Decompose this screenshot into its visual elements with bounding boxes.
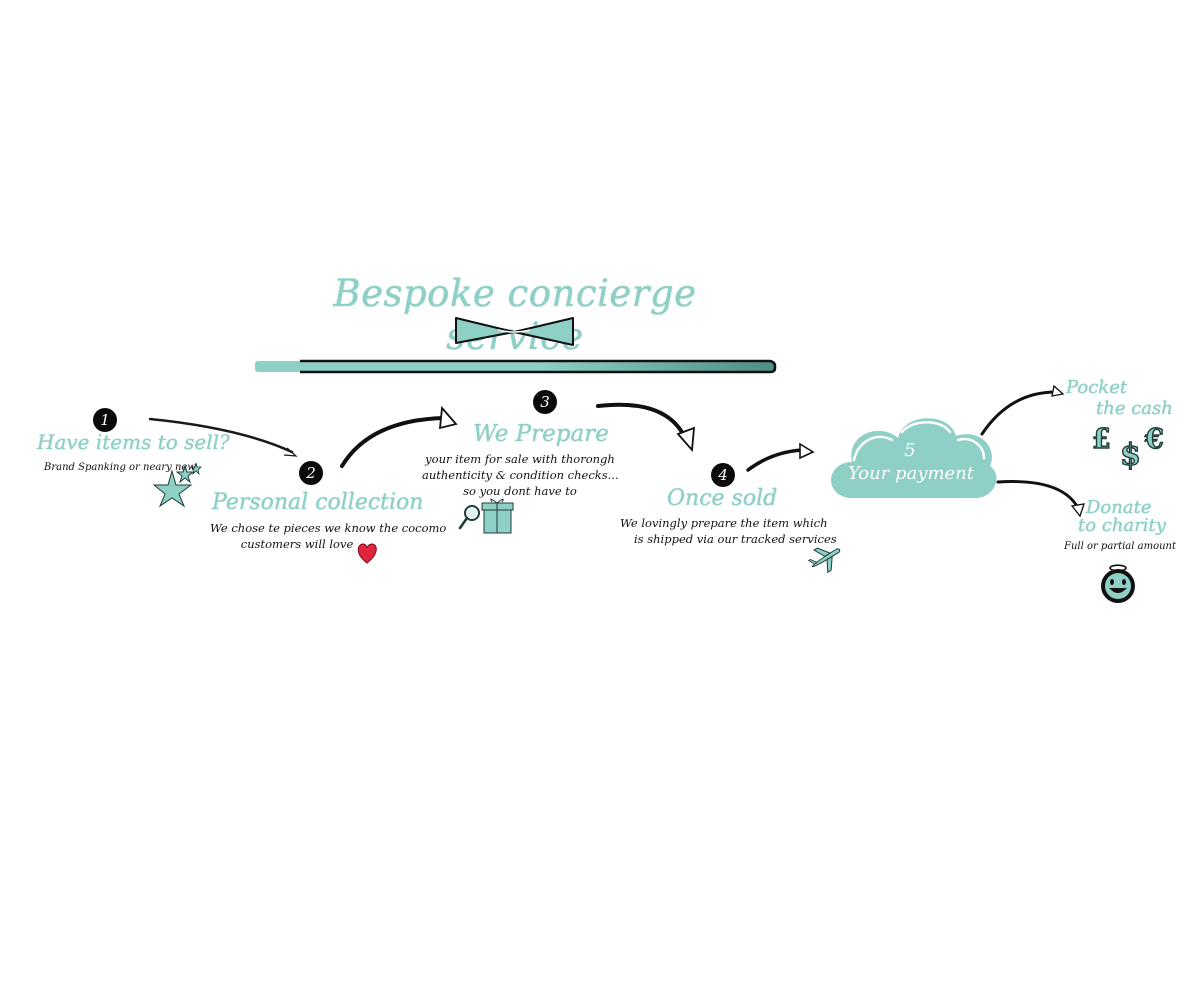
step-4-description: We lovingly prepare the item which is sh… — [620, 515, 837, 547]
step-1-desc-line: Brand Spanking or neary new — [44, 462, 196, 473]
donate-title-line-2: to charity — [1078, 515, 1166, 536]
step-5-title: Your payment — [847, 463, 975, 484]
pocket-title-line-1: Pocket — [1066, 377, 1128, 398]
step-2-desc-line: We chose te pieces we know the cocomo — [210, 521, 447, 535]
arrow-5-to-donate — [996, 480, 1085, 518]
pound-icon: £ — [1091, 423, 1111, 455]
step-3-title: We Prepare — [473, 421, 609, 447]
step-4-desc-line: We lovingly prepare the item which — [620, 516, 828, 530]
stars-icon — [152, 462, 202, 508]
arrow-2-to-3 — [340, 405, 458, 468]
step-4-badge: 4 — [711, 463, 735, 487]
arrow-4-to-5 — [746, 442, 815, 472]
bow-tie-icon — [455, 317, 574, 346]
title-underline-bar — [255, 359, 777, 374]
step-2-description: We chose te pieces we know the cocomo cu… — [210, 520, 447, 552]
step-2-title: Personal collection — [212, 490, 424, 515]
step-1-badge: 1 — [93, 408, 117, 432]
angel-smiley-icon — [1101, 564, 1135, 603]
step-3-desc-line: authenticity & condition checks... — [422, 468, 619, 482]
step-5-number: 5 — [904, 440, 916, 461]
donate-description: Full or partial amount — [1064, 541, 1176, 552]
dollar-icon: $ — [1119, 437, 1141, 473]
arrow-1-to-2 — [148, 417, 298, 457]
step-2-desc-line: customers will love — [240, 537, 354, 551]
pocket-title-line-2: the cash — [1096, 398, 1173, 419]
step-3-desc-line: so you dont have to — [463, 484, 577, 498]
step-3-badge: 3 — [533, 390, 557, 414]
arrow-3-to-4 — [596, 402, 696, 453]
step-1-title: Have items to sell? — [37, 430, 230, 454]
magnifier-gift-icon — [458, 498, 514, 534]
step-3-desc-line: your item for sale with thorongh — [425, 452, 615, 466]
step-4-desc-line: is shipped via our tracked services — [634, 532, 837, 546]
step-2-badge: 2 — [299, 461, 323, 485]
heart-icon — [357, 543, 377, 564]
step-3-description: your item for sale with thorongh authent… — [422, 451, 619, 499]
airplane-icon — [807, 547, 841, 574]
arrow-5-to-pocket — [980, 384, 1065, 436]
donate-title-line-1: Donate — [1086, 497, 1152, 518]
euro-icon: € — [1144, 423, 1164, 455]
step-1-description: Brand Spanking or neary new — [44, 460, 196, 476]
step-4-title: Once sold — [667, 486, 778, 511]
cloud-icon — [831, 418, 997, 499]
